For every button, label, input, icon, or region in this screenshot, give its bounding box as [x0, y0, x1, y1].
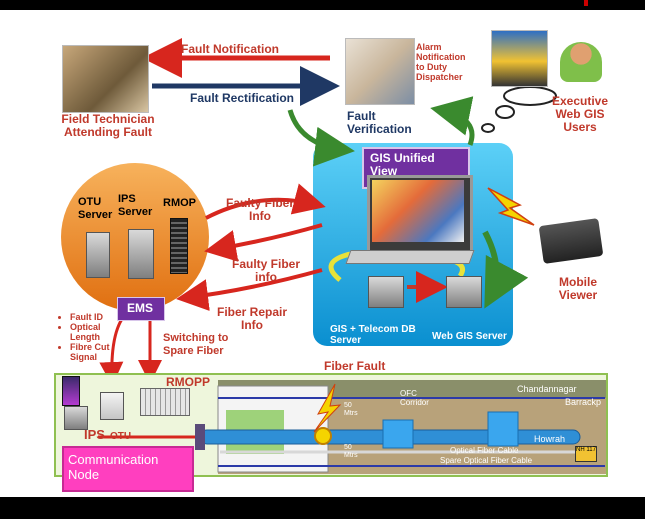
field-technician-photo	[62, 45, 149, 113]
bubble-medium	[495, 105, 515, 119]
executive-laptop-photo	[491, 30, 548, 87]
ips-device-icon	[64, 406, 88, 430]
switching-spare-label: Switching to Spare Fiber	[163, 332, 229, 357]
bubble-small	[481, 123, 495, 133]
feedback-arrow	[430, 96, 475, 146]
map-spare-cable: Spare Optical Fiber Cable	[440, 456, 533, 465]
rmopp-label: RMOPP	[166, 375, 211, 389]
otu-device-icon	[100, 392, 124, 420]
faulty-fiber-info-label-1: Faulty Fiber Info	[225, 196, 294, 223]
lightning-bolt-mobile	[487, 187, 535, 226]
gis-telecom-db-label: GIS + Telecom DB Server	[330, 324, 416, 346]
map-ofc-corridor: OFC Corridor	[400, 389, 429, 407]
ems-label: EMS	[126, 301, 153, 315]
field-technician-label: Field Technician Attending Fault	[61, 112, 155, 139]
ofc-box-1	[382, 419, 414, 449]
rmopp-device-icon	[140, 388, 190, 416]
gis-monitor-screen	[372, 180, 464, 242]
panel-loop-arrow-left	[328, 251, 351, 282]
faulty-fiber-info-label-2: Faulty Fiber info	[231, 257, 300, 284]
panel-loop-arrow	[482, 230, 529, 309]
web-gis-server-label: Web GIS Server	[432, 331, 507, 342]
signal-fault-id: Fault ID	[70, 312, 118, 322]
map-barrackpore: Barrackp	[565, 397, 602, 407]
ips-server-icon	[128, 229, 154, 279]
fault-notification-label: Fault Notification	[181, 42, 279, 56]
faulty-fiber-info-arrow-1	[205, 183, 326, 220]
web-gis-server-icon	[446, 276, 482, 308]
ips-label: IPS	[84, 427, 105, 442]
ofc-box-2	[487, 411, 519, 447]
fault-verification-arrow	[287, 109, 355, 167]
top-border	[0, 0, 645, 10]
map-mtrs-1: 50 Mtrs	[344, 402, 358, 417]
bottom-border	[0, 497, 645, 519]
comm-node-device-icon	[62, 376, 80, 406]
faulty-fiber-info-arrow-2	[204, 223, 323, 262]
signal-list: Fault ID Optical Length Fibre Cut Signal	[58, 312, 118, 362]
users-icon	[560, 42, 602, 82]
corner-mark	[584, 0, 588, 6]
lightning-bolt-fault	[313, 383, 342, 433]
fault-verification-label: Fault Verification	[347, 109, 412, 136]
executive-users-label: Executive Web GIS Users	[551, 94, 609, 134]
nh-badge: NH 117	[575, 446, 597, 462]
signal-optical-length: Optical Length	[70, 322, 118, 342]
map-optical-cable: Optical Fiber Cable	[450, 446, 519, 455]
ips-server-label: IPS Server	[118, 193, 153, 218]
fault-rectification-label: Fault Rectification	[190, 91, 295, 105]
patch-panel-node	[195, 424, 205, 450]
fault-point	[314, 427, 332, 445]
fiber-fault-label: Fiber Fault	[324, 359, 386, 373]
keyboard	[345, 250, 475, 264]
map-mtrs-2: 50 Mtrs	[344, 444, 358, 459]
rmop-label: RMOP	[163, 197, 196, 209]
dispatcher-photo	[345, 38, 415, 105]
gis-unified-view-label: GIS Unified View	[370, 151, 435, 178]
rmop-rack-icon	[170, 218, 188, 274]
mobile-viewer-label: Mobile Viewer	[558, 275, 598, 302]
otu-server-label: OTU Server	[78, 196, 113, 221]
map-howrah: Howrah	[534, 434, 566, 444]
alarm-notification-label: Alarm Notification to Duty Dispatcher	[416, 42, 466, 82]
communication-node-label: Communication Node	[68, 452, 159, 482]
bubble-large	[503, 86, 557, 106]
ems-box	[117, 297, 165, 321]
fiber-repair-arrow	[176, 268, 323, 311]
fiber-repair-info-label: Fiber Repair Info	[216, 305, 288, 332]
map-chandannagar: Chandannagar	[517, 384, 577, 394]
communication-node-box	[62, 446, 194, 492]
signal-fibre-cut: Fibre Cut Signal	[70, 342, 118, 362]
otu-server-icon	[86, 232, 110, 278]
otu-label: OTU	[110, 431, 132, 442]
db-server-icon	[368, 276, 404, 308]
